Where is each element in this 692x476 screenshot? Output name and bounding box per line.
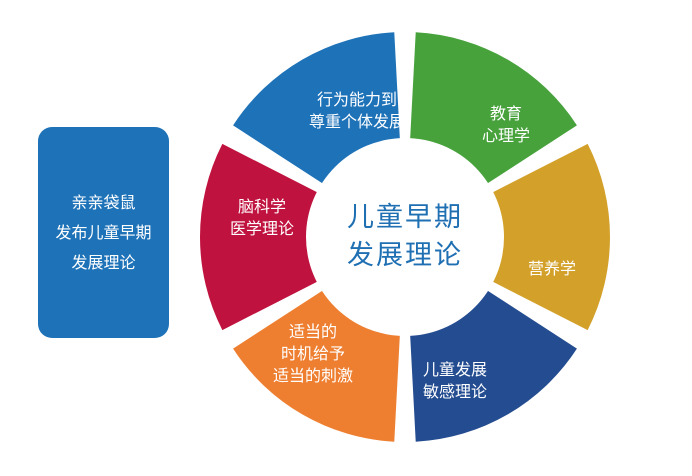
side-card-line: 亲亲袋鼠 bbox=[71, 192, 136, 212]
segment-label-brain: 脑科学 bbox=[238, 197, 286, 216]
segment-label-sensitive: 敏感理论 bbox=[423, 382, 487, 401]
segment-label-stimulation: 时机给予 bbox=[281, 344, 345, 363]
segment-behavior bbox=[233, 32, 400, 185]
segment-education bbox=[410, 32, 577, 185]
segment-nutrition bbox=[491, 143, 610, 331]
segment-sensitive bbox=[410, 289, 577, 442]
segment-label-stimulation: 适当的刺激 bbox=[273, 366, 353, 385]
segment-label-sensitive: 儿童发展 bbox=[423, 360, 487, 379]
center-title-line-2: 发展理论 bbox=[347, 240, 463, 271]
side-card-line: 发布儿童早期 bbox=[55, 222, 152, 242]
segment-label-education: 心理学 bbox=[482, 126, 530, 145]
segment-label-education: 教育 bbox=[490, 104, 522, 123]
segment-label-stimulation: 适当的 bbox=[289, 322, 337, 341]
segment-brain bbox=[199, 143, 319, 331]
segment-label-behavior: 行为能力到 bbox=[317, 90, 397, 109]
side-card-line: 发展理论 bbox=[71, 252, 136, 272]
center-circle bbox=[306, 138, 504, 336]
segment-label-brain: 医学理论 bbox=[230, 219, 294, 238]
segment-label-nutrition: 营养学 bbox=[528, 259, 576, 278]
segment-stimulation bbox=[233, 289, 400, 442]
segment-label-behavior: 尊重个体发展 bbox=[309, 112, 405, 131]
side-card: 亲亲袋鼠 发布儿童早期 发展理论 bbox=[38, 127, 169, 338]
center-title-line-1: 儿童早期 bbox=[347, 202, 463, 233]
